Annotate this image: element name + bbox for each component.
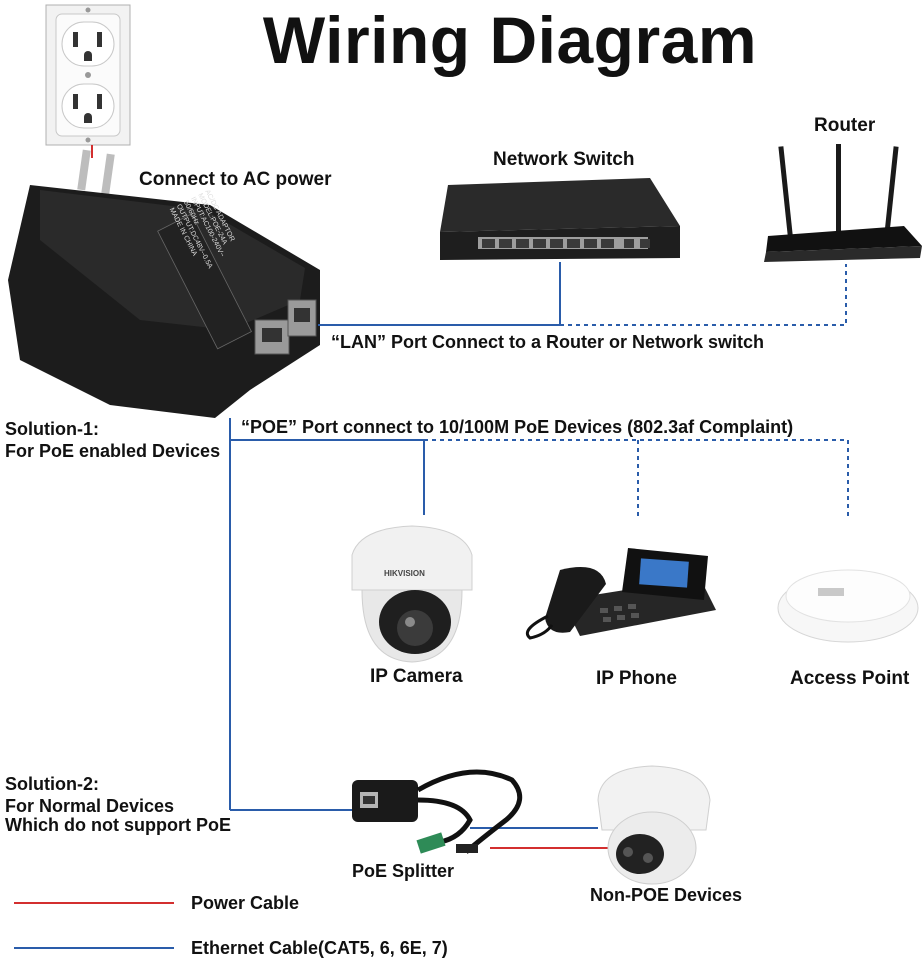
network-switch-label: Network Switch [493,149,635,170]
router [764,144,922,262]
ac-power-label: Connect to AC power [139,169,332,190]
ip-camera-label: IP Camera [370,666,463,687]
non-poe-devices-label: Non-POE Devices [590,885,743,905]
access-point [777,569,919,643]
poe-adapter [8,149,320,418]
router-label: Router [814,115,876,136]
solution1-title: Solution-1: [5,419,99,439]
wall-outlet [45,4,131,146]
ip-phone [525,548,716,640]
solution2-line1: For Normal Devices [5,796,175,816]
network-switch [440,178,680,260]
solution2-line2: Which do not support PoE [5,815,231,835]
camera-brand: HIKVISION [384,569,425,578]
solution1-desc: For PoE enabled Devices [5,441,221,461]
legend-power-label: Power Cable [191,893,300,913]
poe-port-label: “POE” Port connect to 10/100M PoE Device… [241,417,794,437]
access-point-label: Access Point [790,668,910,689]
ip-phone-label: IP Phone [596,668,677,689]
lan-port-label: “LAN” Port Connect to a Router or Networ… [331,332,765,352]
solution2-title: Solution-2: [5,774,99,794]
poe-splitter [352,769,523,854]
poe-splitter-label: PoE Splitter [352,861,455,881]
ip-camera [351,525,473,663]
legend-ethernet-label: Ethernet Cable(CAT5, 6, 6E, 7) [191,938,448,958]
ethernet-lines [229,262,849,829]
diagram-title: Wiring Diagram [262,3,758,77]
non-poe-camera [597,765,711,885]
